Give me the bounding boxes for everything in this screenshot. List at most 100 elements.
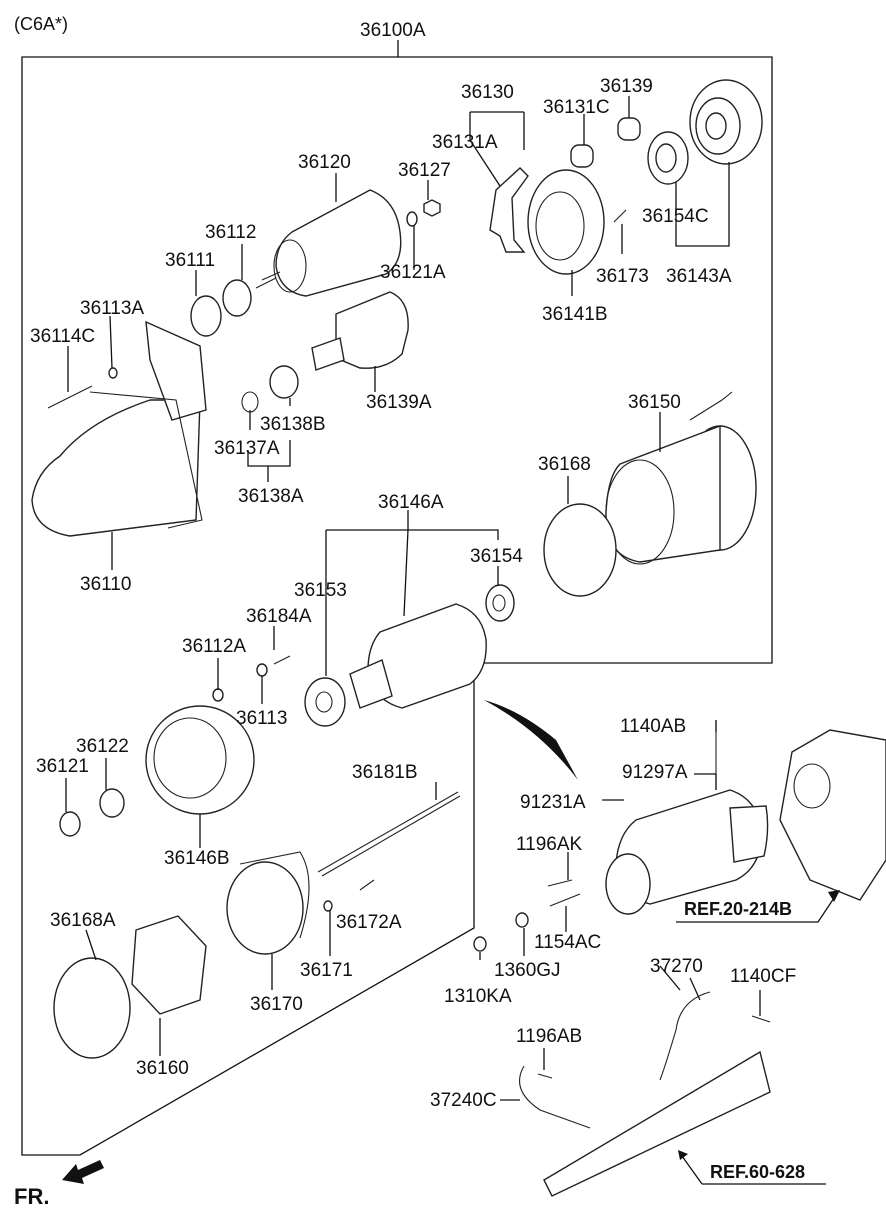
part-36154-bearing xyxy=(485,584,515,622)
leader-lines xyxy=(65,96,761,1101)
label-36146B[interactable]: 36146B xyxy=(164,848,230,869)
part-36146B-cover xyxy=(145,705,255,815)
part-37270-cable xyxy=(659,991,711,1081)
part-36181B-bolt xyxy=(317,791,461,877)
label-36120[interactable]: 36120 xyxy=(298,152,351,173)
part-36170-cover xyxy=(226,851,310,955)
label-36172A[interactable]: 36172A xyxy=(336,912,402,933)
front-arrow-icon xyxy=(62,1160,104,1184)
label-36143A[interactable]: 36143A xyxy=(666,266,732,287)
label-1154AC[interactable]: 1154AC xyxy=(534,932,601,953)
ref-arrow-icon xyxy=(678,1150,688,1160)
part-36112A-nut xyxy=(212,688,224,702)
label-36122[interactable]: 36122 xyxy=(76,736,129,757)
label-36168[interactable]: 36168 xyxy=(538,454,591,475)
label-36141B[interactable]: 36141B xyxy=(542,304,608,325)
part-36122-washer xyxy=(99,788,125,818)
label-1360GJ[interactable]: 1360GJ xyxy=(494,960,561,981)
part-36111-ring xyxy=(190,295,222,337)
part-36153-bearing xyxy=(304,677,346,727)
part-1154AC-stud xyxy=(549,893,581,907)
label-36181B[interactable]: 36181B xyxy=(352,762,418,783)
part-36127-nut xyxy=(423,199,441,217)
label-36131A[interactable]: 36131A xyxy=(432,132,498,153)
label-36131C[interactable]: 36131C xyxy=(543,97,610,118)
ref-label-60-628[interactable]: REF.60-628 xyxy=(710,1162,805,1182)
label-36139[interactable]: 36139 xyxy=(600,76,653,97)
part-36121-washer xyxy=(59,811,81,837)
part-36146A-armature xyxy=(349,603,487,709)
label-36114C[interactable]: 36114C xyxy=(30,326,95,347)
label-37270[interactable]: 37270 xyxy=(650,956,703,977)
label-36171[interactable]: 36171 xyxy=(300,960,353,981)
label-36173[interactable]: 36173 xyxy=(596,266,649,287)
part-36171-washer xyxy=(323,900,333,912)
label-36130[interactable]: 36130 xyxy=(461,82,514,103)
label-36138A[interactable]: 36138A xyxy=(238,486,304,507)
label-1140AB[interactable]: 1140AB xyxy=(620,716,686,737)
ref-arrow-icon xyxy=(828,890,840,902)
part-36139-cap xyxy=(617,117,641,141)
part-36160-brush-holder xyxy=(131,915,207,1015)
engine-block xyxy=(779,729,886,901)
label-36110[interactable]: 36110 xyxy=(80,574,131,595)
label-36127[interactable]: 36127 xyxy=(398,160,451,181)
part-36137A-clip xyxy=(241,391,259,413)
part-36113A-washer xyxy=(108,367,118,379)
part-36120-solenoid xyxy=(255,189,402,297)
label-1140CF[interactable]: 1140CF xyxy=(730,966,796,987)
label-36121[interactable]: 36121 xyxy=(36,756,89,777)
label-36160[interactable]: 36160 xyxy=(136,1058,189,1079)
label-91231A[interactable]: 91231A xyxy=(520,792,586,813)
part-36112-ring xyxy=(222,279,252,317)
ref-callout-60-628[interactable]: REF.60-628 xyxy=(678,1150,826,1185)
label-36168A[interactable]: 36168A xyxy=(50,910,116,931)
part-36173-pin xyxy=(613,209,627,223)
part-36150-yoke xyxy=(605,391,757,565)
label-36154C[interactable]: 36154C xyxy=(642,206,709,227)
label-1196AK[interactable]: 1196AK xyxy=(516,834,583,855)
label-36154[interactable]: 36154 xyxy=(470,546,523,567)
label-91297A[interactable]: 91297A xyxy=(622,762,688,783)
label-36121A[interactable]: 36121A xyxy=(380,262,446,283)
part-1310KA-nut xyxy=(473,936,487,952)
part-36184A-screw xyxy=(273,655,291,665)
label-36184A[interactable]: 36184A xyxy=(246,606,312,627)
label-36113A[interactable]: 36113A xyxy=(80,298,144,319)
label-36111[interactable]: 36111 xyxy=(165,250,215,271)
ref-callout-20-214B[interactable]: REF.20-214B xyxy=(676,890,840,923)
part-1140CF-bolt xyxy=(751,1015,771,1023)
label-36113[interactable]: 36113 xyxy=(236,708,287,729)
assembly-number[interactable]: 36100A xyxy=(360,20,426,41)
label-36150[interactable]: 36150 xyxy=(628,392,681,413)
part-36114C-bolt xyxy=(47,385,93,409)
part-36141B-housing xyxy=(527,169,605,275)
part-36110-housing xyxy=(31,320,207,537)
label-1196AB[interactable]: 1196AB xyxy=(516,1026,582,1047)
label-36146A[interactable]: 36146A xyxy=(378,492,444,513)
part-36143A-cover xyxy=(689,79,763,165)
part-labels: 36130 36139 36131C 36131A 36120 36127 36… xyxy=(30,76,796,1111)
part-36138B-collar xyxy=(269,365,299,399)
part-36154C-bearing xyxy=(647,131,689,185)
label-36112A[interactable]: 36112A xyxy=(182,636,246,657)
label-36138B[interactable]: 36138B xyxy=(260,414,326,435)
label-1310KA[interactable]: 1310KA xyxy=(444,986,512,1007)
ref-label-20-214B[interactable]: REF.20-214B xyxy=(684,899,792,919)
part-36113-washer xyxy=(256,663,268,677)
part-1196AB-bolt xyxy=(537,1073,553,1079)
label-36137A[interactable]: 36137A xyxy=(214,438,280,459)
front-label: FR. xyxy=(14,1184,49,1209)
label-36170[interactable]: 36170 xyxy=(250,994,303,1015)
label-37240C[interactable]: 37240C xyxy=(430,1090,497,1111)
part-36131A-lever xyxy=(489,167,529,253)
vehicle-frame xyxy=(543,1050,771,1197)
part-37240C-cable xyxy=(519,1065,591,1129)
label-36139A[interactable]: 36139A xyxy=(366,392,432,413)
part-36139A-drive xyxy=(311,291,409,371)
front-direction-indicator: FR. xyxy=(14,1160,104,1209)
part-36121A-washer xyxy=(406,211,418,227)
label-36153[interactable]: 36153 xyxy=(294,580,347,601)
label-36112[interactable]: 36112 xyxy=(205,222,256,243)
